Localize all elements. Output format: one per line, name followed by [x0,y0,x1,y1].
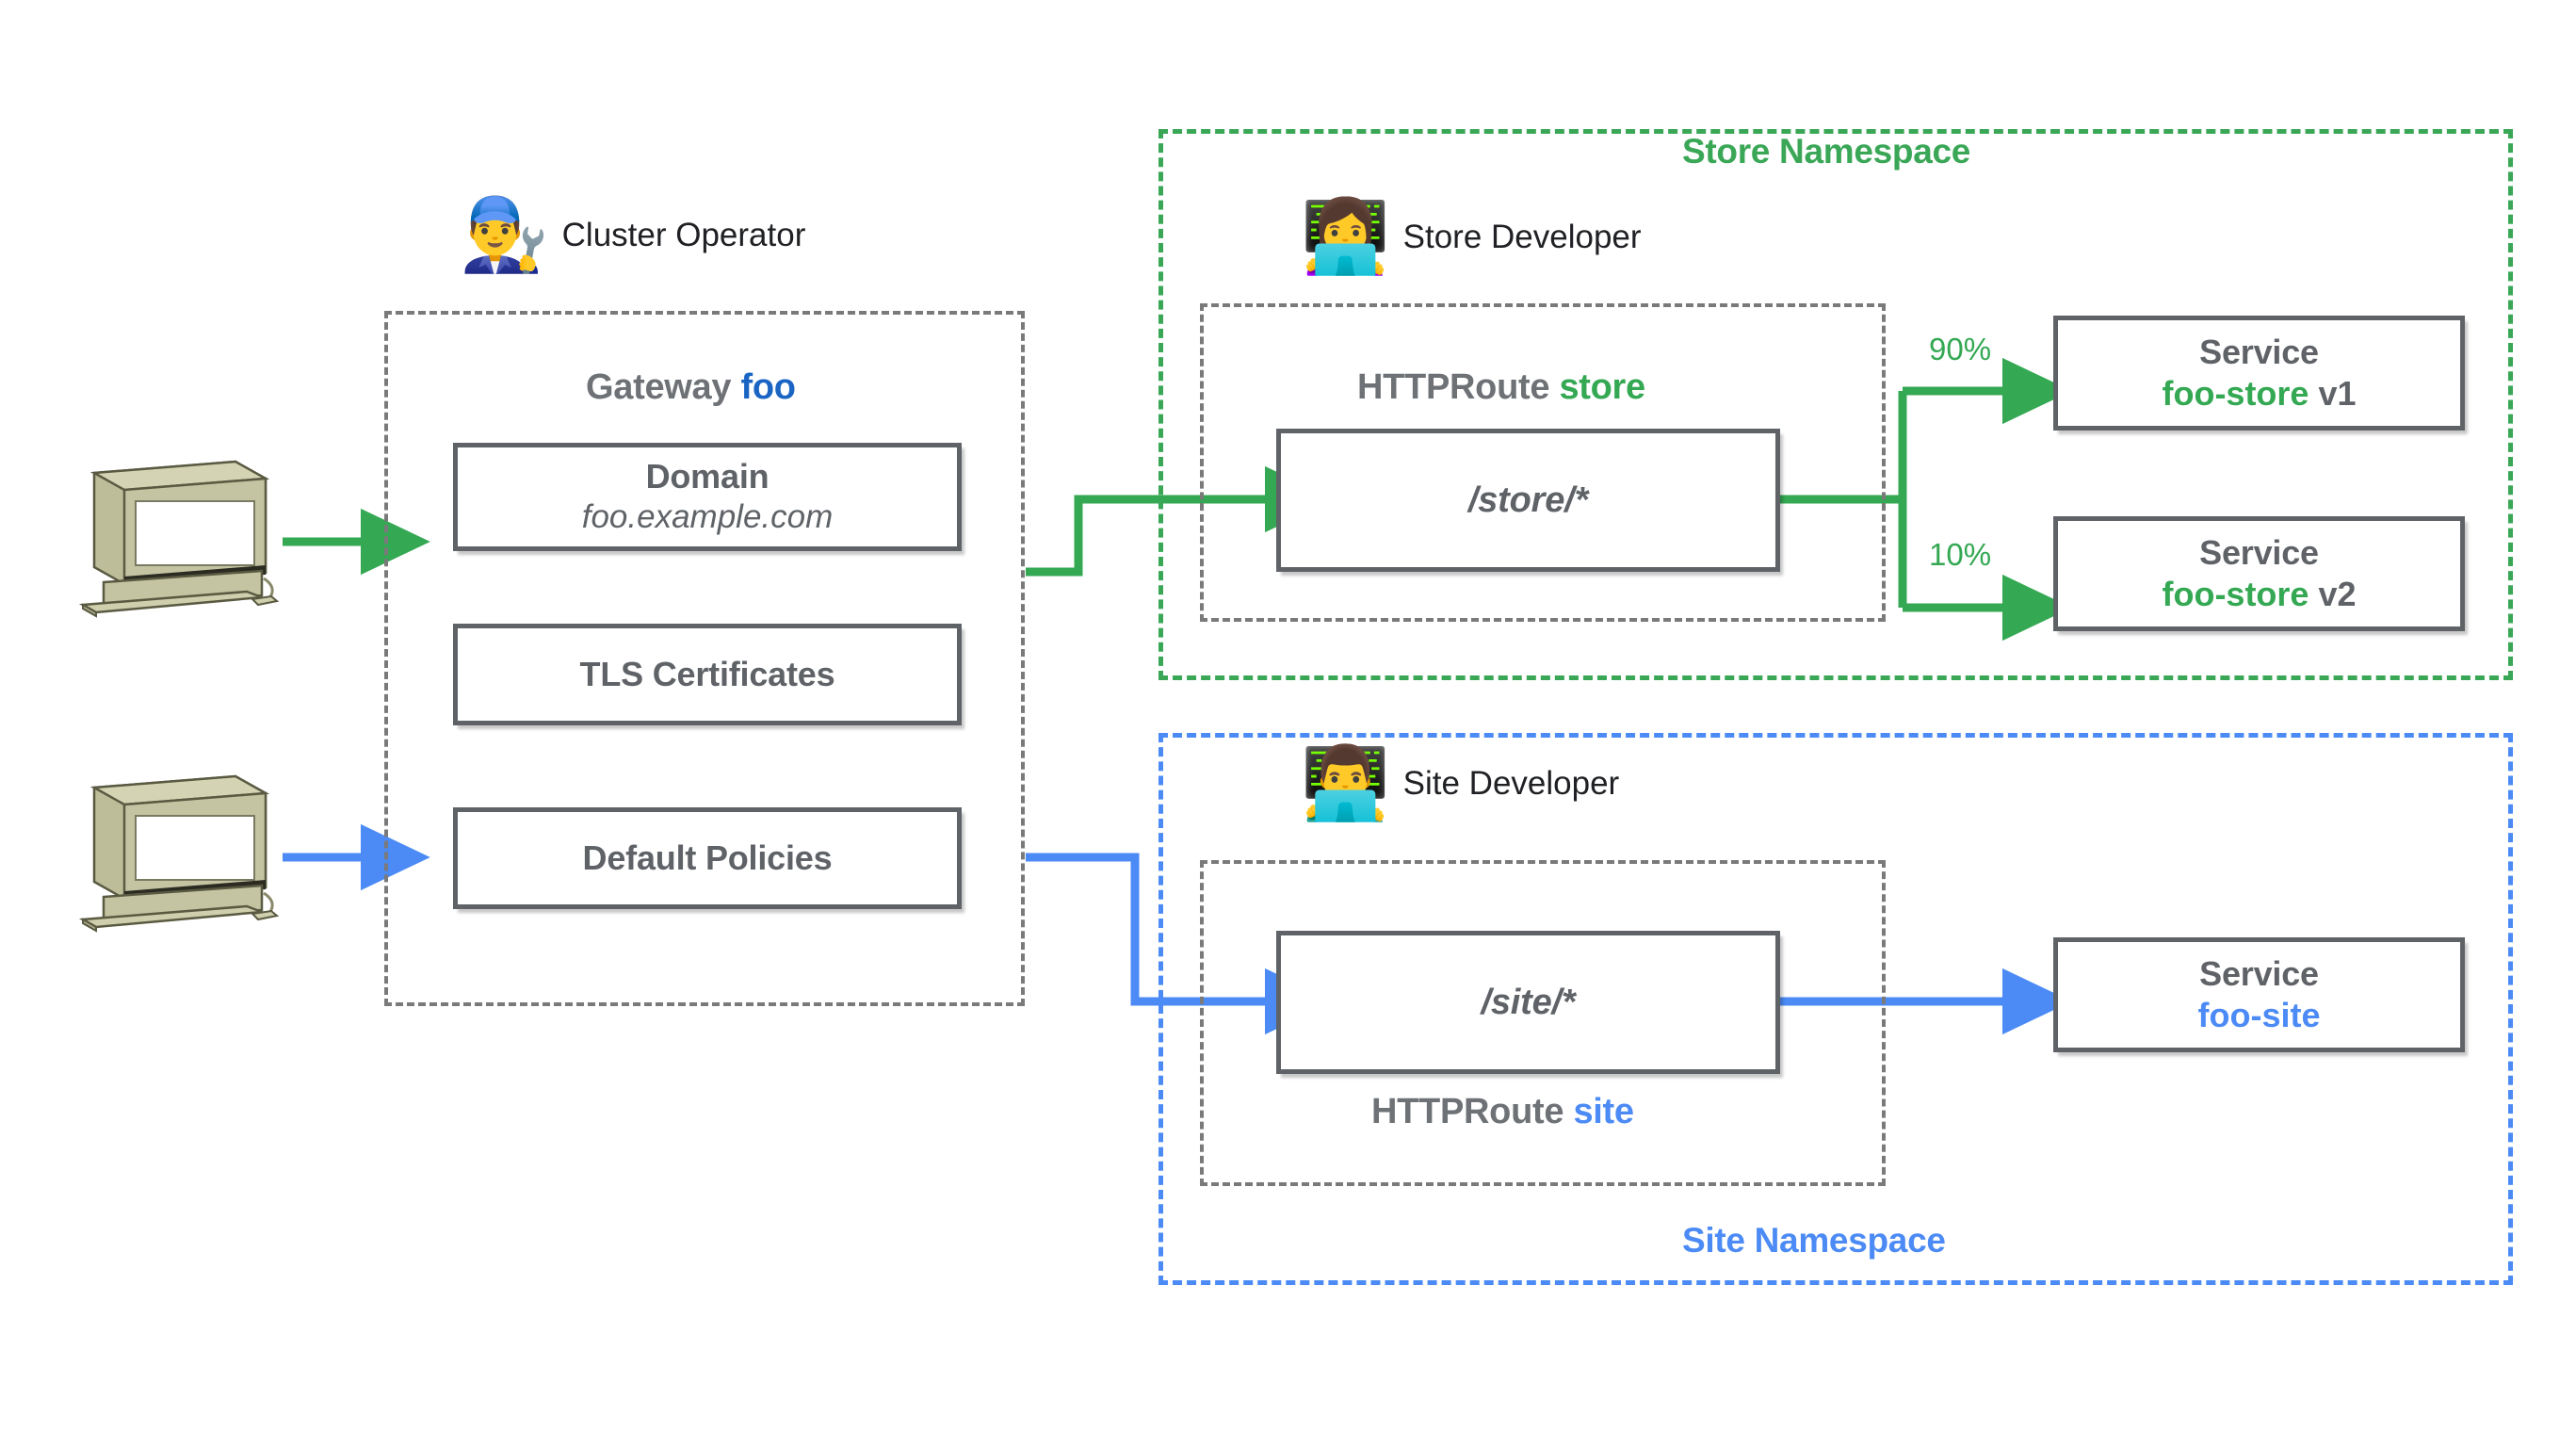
service-foo-store-v2[interactable]: Service foo-store v2 [2053,516,2465,631]
service-foo-site-label: Service [2199,954,2319,994]
store-weight-v1: 90% [1929,332,1992,366]
store-developer-avatar: 👩‍💻 [1301,197,1390,277]
service-foo-site-name: foo-site [2197,995,2321,1034]
store-route-heading-accent: store [1559,367,1645,407]
site-namespace-boundary [1158,733,2513,1285]
service-foo-store-v1-name: foo-store v1 [2162,373,2357,413]
site-route-boundary [1200,860,1886,1186]
cluster-operator-label: Cluster Operator [561,217,806,253]
store-namespace-boundary [1158,129,2513,680]
persona-store-developer: 👩‍💻 Store Developer [1301,202,1642,273]
client-computer-2 [77,772,280,937]
gateway-item-default-policies[interactable]: Default Policies [453,807,962,909]
store-route-boundary [1200,303,1886,622]
store-route-heading: HTTPRoute store [1357,367,1645,408]
store-route-path: /store/* [1467,480,1589,520]
gateway-item-domain-value: foo.example.com [581,497,834,535]
gateway-item-domain-title: Domain [645,457,770,496]
gateway-item-tls-title: TLS Certificates [579,654,835,693]
gateway-item-domain[interactable]: Domain foo.example.com [453,443,962,551]
client-computer-1 [77,458,280,623]
gateway-item-tls-certificates[interactable]: TLS Certificates [453,624,962,725]
service-foo-store-v2-label: Service [2199,533,2319,573]
gateway-item-policies-title: Default Policies [582,837,833,877]
site-route-heading-prefix: HTTPRoute [1371,1092,1564,1131]
site-developer-label: Site Developer [1402,765,1620,802]
site-namespace-title: Site Namespace [1682,1221,1946,1260]
site-developer-avatar: 👨‍💻 [1301,743,1390,823]
service-foo-site[interactable]: Service foo-site [2053,937,2465,1052]
site-route-path: /site/* [1481,982,1576,1022]
gateway-heading: Gateway foo [586,367,796,408]
service-foo-store-v1-label: Service [2199,333,2319,372]
site-route-heading-accent: site [1573,1092,1634,1131]
store-route-heading-prefix: HTTPRoute [1357,367,1550,407]
service-foo-store-v2-name: foo-store v2 [2162,574,2357,613]
store-weight-v2: 10% [1929,537,1992,572]
gateway-heading-accent: foo [740,367,796,407]
cluster-operator-avatar: 👨‍🔧 [460,195,549,275]
store-namespace-title: Store Namespace [1682,132,1971,171]
store-developer-label: Store Developer [1402,219,1642,255]
site-route-heading: HTTPRoute site [1371,1092,1634,1132]
service-foo-store-v1[interactable]: Service foo-store v1 [2053,316,2465,431]
gateway-heading-prefix: Gateway [586,367,732,407]
gateway-boundary [384,311,1025,1006]
site-route-path-box[interactable]: /site/* [1276,931,1780,1074]
persona-cluster-operator: 👨‍🔧 Cluster Operator [460,200,805,271]
persona-site-developer: 👨‍💻 Site Developer [1301,748,1619,820]
store-route-path-box[interactable]: /store/* [1276,429,1780,572]
